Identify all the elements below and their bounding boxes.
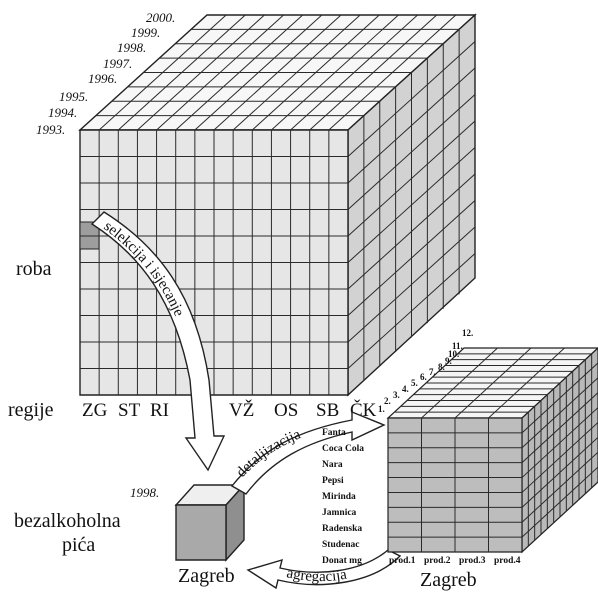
drill-arrow-shape — [230, 410, 386, 495]
year-label: 1993. — [36, 122, 65, 137]
year-label: 1996. — [88, 71, 117, 86]
row-axis-label: roba — [16, 258, 52, 280]
grid-line — [347, 41, 476, 157]
product-label: prod.2 — [424, 556, 451, 566]
small-cube-front — [175, 504, 227, 561]
region-label: ST — [118, 400, 141, 421]
year-label: 1999. — [131, 25, 160, 40]
small-cube-year: 1998. — [130, 485, 159, 500]
month-label: 8. — [438, 362, 445, 372]
grid-line — [347, 147, 476, 263]
month-label: 1. — [378, 404, 385, 414]
product-label: prod.1 — [389, 556, 416, 566]
product-label: prod.4 — [494, 556, 521, 566]
region-label: VŽ — [229, 399, 254, 421]
grid-line — [347, 67, 476, 184]
region-label: RI — [150, 400, 169, 421]
big-cube-grid — [80, 14, 476, 395]
detail-cube-city: Zagreb — [420, 569, 477, 591]
rollup-arrow-textpath: agregacija — [285, 565, 348, 585]
grid-line — [521, 436, 598, 508]
year-label: 1997. — [103, 56, 132, 71]
region-labels: ZG ST RI VŽ OS SB ČK — [82, 399, 377, 421]
grid-line — [347, 94, 476, 210]
month-label: 6. — [420, 372, 427, 382]
month-label: 7. — [429, 367, 436, 377]
small-cube-city: Zagreb — [178, 565, 235, 587]
small-cube-label-line1: bezalkoholna — [14, 510, 121, 532]
grid-line — [347, 120, 476, 237]
month-label: 9. — [445, 356, 452, 366]
drink-label: Coca Cola — [322, 444, 364, 454]
rollup-arrow-label: agregacija — [285, 565, 348, 585]
small-cube-label-line2: pića — [62, 534, 95, 556]
grid-line — [347, 200, 476, 316]
rollup-arrow: agregacija — [246, 549, 402, 590]
month-label: 4. — [402, 384, 409, 394]
grid-line — [521, 362, 598, 434]
year-label: 1995. — [59, 89, 88, 104]
drink-label: Pepsi — [322, 476, 344, 486]
month-label: 3. — [393, 390, 400, 400]
month-labels: 1. 2. 3. 4. 5. 6. 7. 8. 9. 10. 11. 12. — [378, 328, 473, 414]
month-label: 11. — [452, 341, 463, 351]
grid-line — [521, 377, 598, 449]
drink-label: Jamnica — [322, 508, 357, 518]
product-label: prod.3 — [459, 556, 486, 566]
drink-label: Radenska — [322, 524, 362, 534]
detail-cube-grid — [388, 347, 598, 552]
region-label: OS — [274, 400, 298, 421]
grid-line — [521, 466, 598, 538]
drink-label: Mirinda — [322, 492, 356, 502]
drink-label: Studenac — [322, 540, 359, 550]
slice-arrow-shape — [90, 211, 226, 472]
year-label: 1994. — [48, 105, 77, 120]
drink-label: Fanta — [322, 428, 346, 438]
detail-cube — [386, 347, 598, 554]
rollup-arrow-shape — [246, 549, 402, 590]
month-label: 2. — [384, 396, 391, 406]
grid-line — [521, 407, 598, 478]
column-axis-label: regije — [8, 399, 54, 421]
year-label: 2000. — [146, 10, 175, 25]
grid-line — [347, 226, 476, 343]
grid-line — [521, 422, 598, 493]
region-label: ZG — [82, 400, 108, 421]
grid-line — [347, 173, 476, 290]
drink-label: Donat mg — [322, 556, 362, 566]
month-label: 10. — [448, 349, 459, 359]
region-label: SB — [316, 400, 339, 421]
drink-label: Nara — [322, 460, 343, 470]
product-labels: prod.1 prod.2 prod.3 prod.4 — [389, 556, 521, 566]
grid-line — [347, 253, 476, 369]
big-cube — [78, 13, 477, 397]
drink-labels: Fanta Coca Cola Nara Pepsi Mirinda Jamni… — [322, 428, 364, 566]
grid-line — [521, 392, 598, 464]
small-cube — [174, 483, 246, 562]
month-label: 12. — [462, 328, 473, 338]
grid-line — [521, 451, 598, 523]
month-label: 5. — [411, 378, 418, 388]
year-label: 1998. — [117, 40, 146, 55]
year-labels: 1993. 1994. 1995. 1996. 1997. 1998. 1999… — [36, 10, 175, 137]
